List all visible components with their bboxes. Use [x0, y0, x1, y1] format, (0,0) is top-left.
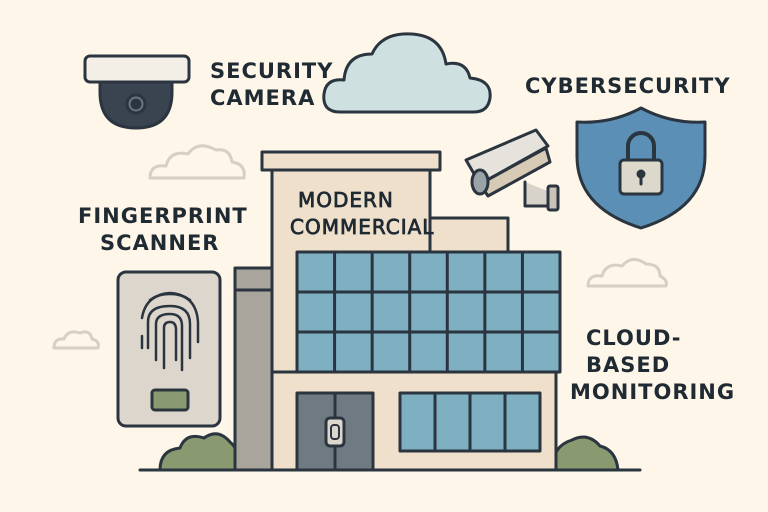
- cloud-icon: [322, 32, 492, 114]
- fingerprint-scanner-label: FINGERPRINT SCANNER: [78, 203, 248, 257]
- glass-facade: [295, 250, 562, 374]
- bullet-camera-icon: [464, 128, 560, 212]
- label-line: SECURITY: [210, 59, 334, 83]
- bush: [550, 435, 620, 472]
- label-line: MODERN: [298, 188, 394, 213]
- small-cloud-icon: [52, 330, 100, 350]
- cybersecurity-label: CYBERSECURITY: [525, 74, 731, 98]
- label-line: FINGERPRINT: [78, 204, 248, 228]
- small-cloud-icon: [586, 258, 668, 288]
- label-line: MONITORING: [570, 380, 736, 404]
- building: [233, 150, 562, 472]
- security-camera-label: SECURITY CAMERA: [210, 58, 333, 112]
- cloud-monitoring-label: CLOUD- BASED MONITORING: [570, 325, 735, 406]
- label-line: CAMERA: [210, 86, 316, 110]
- label-line: CLOUD-: [586, 326, 682, 350]
- shield-lock-icon: [575, 106, 707, 230]
- fingerprint-scanner-icon: [116, 270, 222, 428]
- small-cloud-icon: [148, 144, 246, 180]
- label-line: SCANNER: [100, 231, 220, 255]
- bush: [158, 432, 242, 472]
- dome-camera-icon: [83, 54, 191, 130]
- label-line: COMMERCIAL: [290, 215, 435, 240]
- label-line: BASED: [586, 353, 671, 377]
